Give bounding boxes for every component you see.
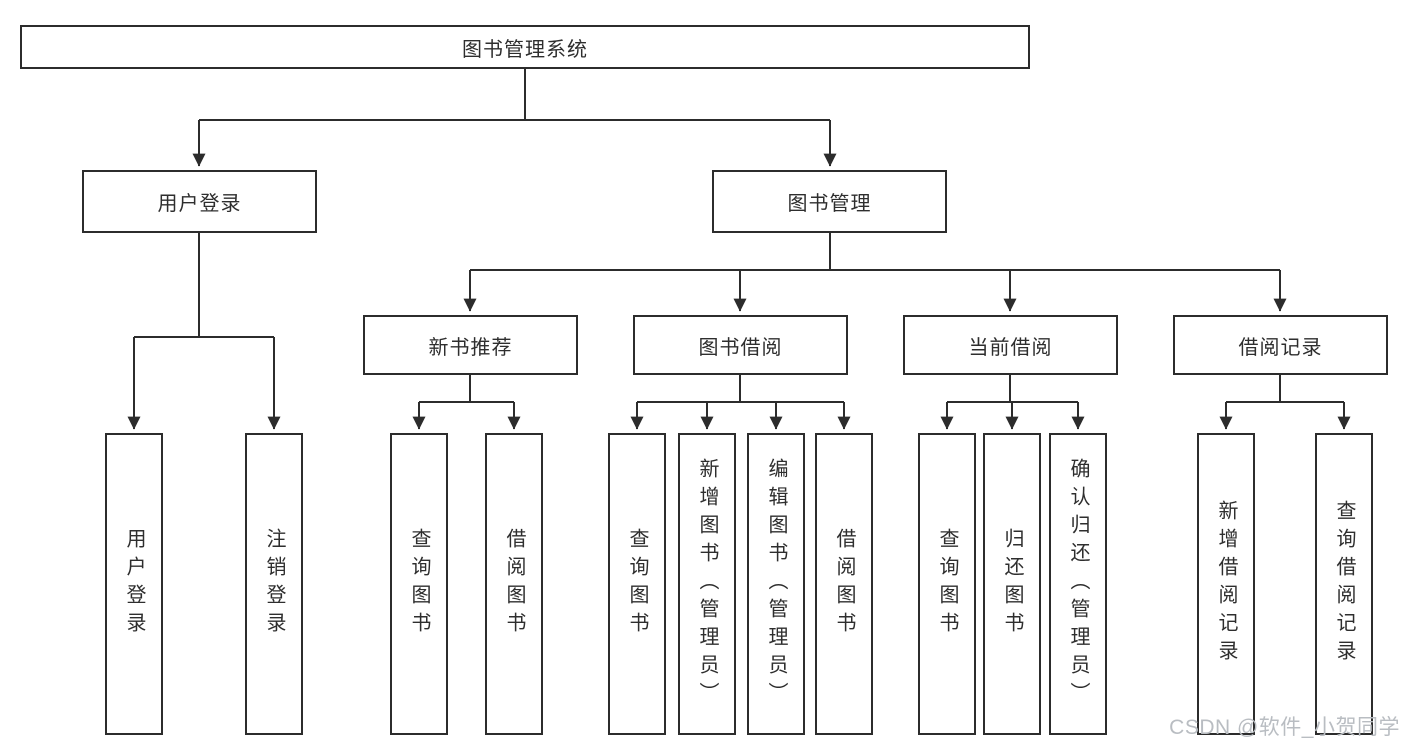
node-book-management: 图书管理 xyxy=(712,170,947,233)
node-label: 新增图书（管理员） xyxy=(696,458,718,710)
node-label: 借阅图书 xyxy=(503,528,525,640)
connector-borrow-records xyxy=(1226,375,1344,403)
connector-book-management xyxy=(470,233,1280,271)
leaf-borrow-books: 借阅图书 xyxy=(815,433,873,735)
node-borrow-records: 借阅记录 xyxy=(1173,315,1388,375)
connector-book-borrow xyxy=(637,375,844,403)
node-label: 图书借阅 xyxy=(698,336,783,359)
node-user-login: 用户登录 xyxy=(82,170,317,233)
leaf-confirm-return-admin: 确认归还（管理员） xyxy=(1049,433,1107,735)
leaf-borrow-books-recommend: 借阅图书 xyxy=(485,433,543,735)
leaf-return-book: 归还图书 xyxy=(983,433,1041,735)
node-label: 图书管理系统 xyxy=(462,38,588,61)
node-label: 查询图书 xyxy=(408,528,430,640)
node-label: 确认归还（管理员） xyxy=(1067,458,1089,710)
node-label: 借阅图书 xyxy=(833,528,855,640)
connector-user-login xyxy=(134,233,274,338)
node-label: 查询图书 xyxy=(626,528,648,640)
leaf-query-books-recommend: 查询图书 xyxy=(390,433,448,735)
node-label: 注销登录 xyxy=(263,528,285,640)
leaf-add-borrow-record: 新增借阅记录 xyxy=(1197,433,1255,735)
node-label: 借阅记录 xyxy=(1238,336,1323,359)
node-label: 图书管理 xyxy=(787,193,872,215)
node-label: 用户登录 xyxy=(123,528,145,640)
leaf-query-books-current: 查询图书 xyxy=(918,433,976,735)
leaf-logout: 注销登录 xyxy=(245,433,303,735)
node-label: 查询图书 xyxy=(936,528,958,640)
node-label: 新增借阅记录 xyxy=(1215,500,1237,668)
connector-root xyxy=(199,69,830,121)
node-label: 查询借阅记录 xyxy=(1333,500,1355,668)
node-current-borrow: 当前借阅 xyxy=(903,315,1118,375)
node-label: 归还图书 xyxy=(1001,528,1023,640)
leaf-edit-book-admin: 编辑图书（管理员） xyxy=(747,433,805,735)
node-label: 编辑图书（管理员） xyxy=(765,458,787,710)
node-label: 用户登录 xyxy=(157,193,242,215)
node-system-root: 图书管理系统 xyxy=(20,25,1030,69)
leaf-query-borrow-record: 查询借阅记录 xyxy=(1315,433,1373,735)
connector-current-borrow xyxy=(947,375,1078,403)
leaf-user-login: 用户登录 xyxy=(105,433,163,735)
node-new-book-recommend: 新书推荐 xyxy=(363,315,578,375)
connector-new-book xyxy=(419,375,514,403)
leaf-query-books-borrow: 查询图书 xyxy=(608,433,666,735)
node-book-borrow: 图书借阅 xyxy=(633,315,848,375)
watermark: CSDN @软件_小贺同学 xyxy=(1169,716,1400,739)
leaf-add-book-admin: 新增图书（管理员） xyxy=(678,433,736,735)
node-label: 当前借阅 xyxy=(968,336,1053,359)
node-label: 新书推荐 xyxy=(428,336,513,359)
